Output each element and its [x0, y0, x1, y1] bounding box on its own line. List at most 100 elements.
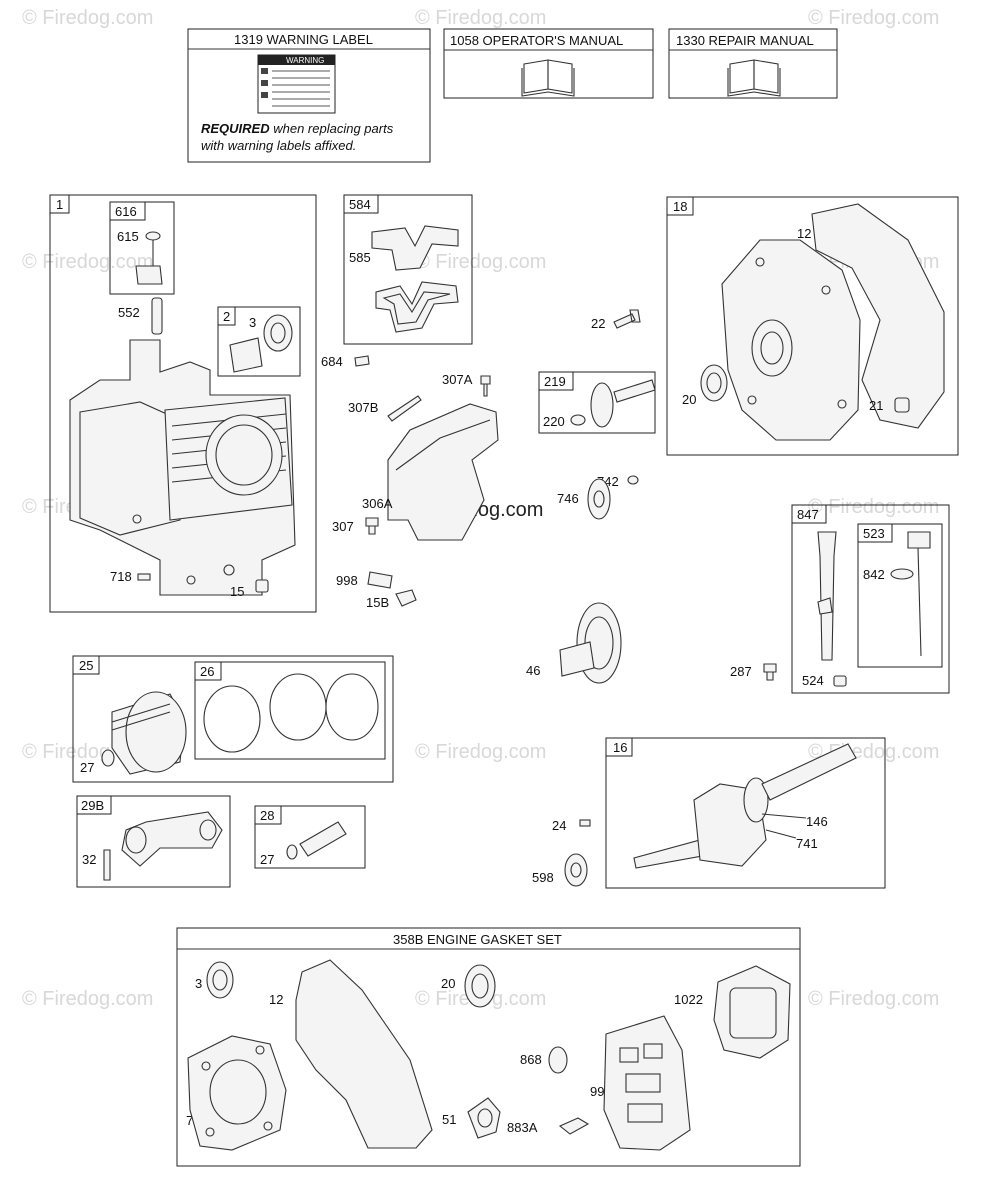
callout-label: 684: [321, 354, 343, 369]
repair-manual-box[interactable]: 1330 REPAIR MANUAL: [668, 28, 838, 99]
group-label: 16: [613, 740, 627, 755]
group-219-governor[interactable]: 22 219 220 742 746: [538, 309, 656, 520]
group-label: 847: [797, 507, 819, 522]
watermark: © Firedog.com: [22, 988, 153, 1010]
valve-cover-gasket-part: [603, 1015, 691, 1151]
book-icon: [727, 59, 781, 97]
group-29b-connecting-rod[interactable]: 29B 32: [76, 795, 231, 888]
group-358b-gasket-set[interactable]: 358B ENGINE GASKET SET 3 12 7B 20 868 51…: [176, 927, 801, 1167]
breather-gasket-part: [371, 225, 459, 271]
callout-label: 718: [110, 569, 132, 584]
callout-label: 615: [117, 229, 139, 244]
intake-gasket-part: [467, 1097, 501, 1139]
piston-pin-part: [299, 821, 347, 857]
callout-label: 1022: [674, 992, 703, 1007]
gasket-set-title: 358B ENGINE GASKET SET: [393, 932, 562, 947]
head-gasket-part: [187, 1035, 287, 1151]
callout-label: 842: [863, 567, 885, 582]
breather-gasket-part: [713, 965, 791, 1059]
group-label: 584: [349, 197, 371, 212]
book-icon: [521, 59, 575, 97]
bolt-part: [387, 395, 422, 422]
crank-gear-part: [743, 777, 769, 823]
callout-label: 20: [682, 392, 696, 407]
gasket-part: [548, 1046, 568, 1074]
callout-label: 12: [269, 992, 283, 1007]
bolt-part: [103, 849, 111, 881]
breather-cover-part: [375, 281, 459, 333]
connecting-rod-part: [121, 811, 223, 867]
dowel-pin-part: [151, 297, 163, 335]
callout-label: 21: [869, 398, 883, 413]
group-25-piston[interactable]: 25 27 26: [72, 655, 394, 783]
washer-part: [570, 414, 586, 426]
required-note-line1: REQUIRED when replacing parts: [201, 121, 394, 136]
camshaft-area[interactable]: 46: [526, 602, 622, 684]
group-label: 28: [260, 808, 274, 823]
piston-ring-part: [203, 685, 261, 753]
group-16-crankshaft[interactable]: 16 146 741 24 598: [532, 737, 886, 889]
piston-ring-part: [325, 673, 379, 741]
callout-label: 307B: [348, 400, 378, 415]
group-18-crankcase-cover[interactable]: 18 12 20 21: [666, 196, 959, 456]
watermark: © Firedog.com: [808, 988, 939, 1010]
watermark: © Firedog.com: [415, 251, 546, 273]
plug-part: [395, 589, 417, 607]
callout-label: 15B: [366, 595, 389, 610]
watermark: © Firedog.com: [415, 741, 546, 763]
o-ring-part: [890, 568, 914, 580]
group-label: 18: [673, 199, 687, 214]
retaining-ring-part: [101, 749, 115, 767]
required-note-line2: with warning labels affixed.: [201, 138, 356, 153]
plug-part: [894, 397, 910, 413]
operators-manual-box[interactable]: 1058 OPERATOR'S MANUAL: [443, 28, 654, 99]
callout-label: 3: [249, 315, 256, 330]
callout-label: 998: [336, 573, 358, 588]
callout-label: 27: [80, 760, 94, 775]
screw-part: [763, 663, 777, 681]
callout-label: 306A: [362, 496, 393, 511]
callout-label: 22: [591, 316, 605, 331]
callout-label: 27: [260, 852, 274, 867]
oil-seal-part: [700, 364, 728, 402]
key-part: [579, 819, 591, 827]
operators-manual-title: 1058 OPERATOR'S MANUAL: [450, 33, 623, 48]
gasket-part: [811, 203, 945, 429]
warning-label-box[interactable]: 1319 WARNING LABEL WARNING REQUIRED when…: [187, 28, 431, 163]
oil-seal-part: [464, 964, 496, 1008]
governor-shaft-part: [613, 379, 656, 403]
callout-label: 741: [796, 836, 818, 851]
group-label: 25: [79, 658, 93, 673]
watermark: © Firedog.com: [22, 251, 153, 273]
bolt-part: [613, 309, 641, 329]
oil-seal-part: [263, 314, 293, 352]
cylinder-shield-area[interactable]: 684 307A 307B 306A 307 998 15B: [321, 354, 499, 610]
seal-part: [833, 675, 847, 687]
drain-plug-part: [255, 579, 269, 593]
group-28-piston-pin[interactable]: 28 27: [254, 805, 366, 869]
washer-part: [564, 853, 588, 887]
watermark: © Firedog.com: [22, 7, 153, 29]
screw-part: [354, 355, 370, 367]
group-label: 1: [56, 197, 63, 212]
warning-label-title: 1319 WARNING LABEL: [234, 32, 373, 47]
callout-label: 20: [441, 976, 455, 991]
callout-label: 146: [806, 814, 828, 829]
group-847-dipstick[interactable]: 847 523 842 287 524: [730, 504, 950, 694]
oil-seal-part: [206, 961, 234, 999]
group-584-breather[interactable]: 584 585: [343, 194, 473, 345]
callout-label: 307A: [442, 372, 473, 387]
callout-label: 524: [802, 673, 824, 688]
callout-label: 598: [532, 870, 554, 885]
cylinder-shield-part: [387, 403, 499, 541]
screw-part: [480, 375, 491, 397]
retaining-ring-part: [286, 844, 298, 860]
warning-sticker-title: WARNING: [286, 56, 324, 65]
callout-label: 868: [520, 1052, 542, 1067]
group-label: 29B: [81, 798, 104, 813]
group-1-cylinder[interactable]: 1 616 615 552 2 3: [49, 194, 317, 613]
group-label: 523: [863, 526, 885, 541]
crankshaft-pto-part: [633, 839, 703, 869]
callout-label: 3: [195, 976, 202, 991]
